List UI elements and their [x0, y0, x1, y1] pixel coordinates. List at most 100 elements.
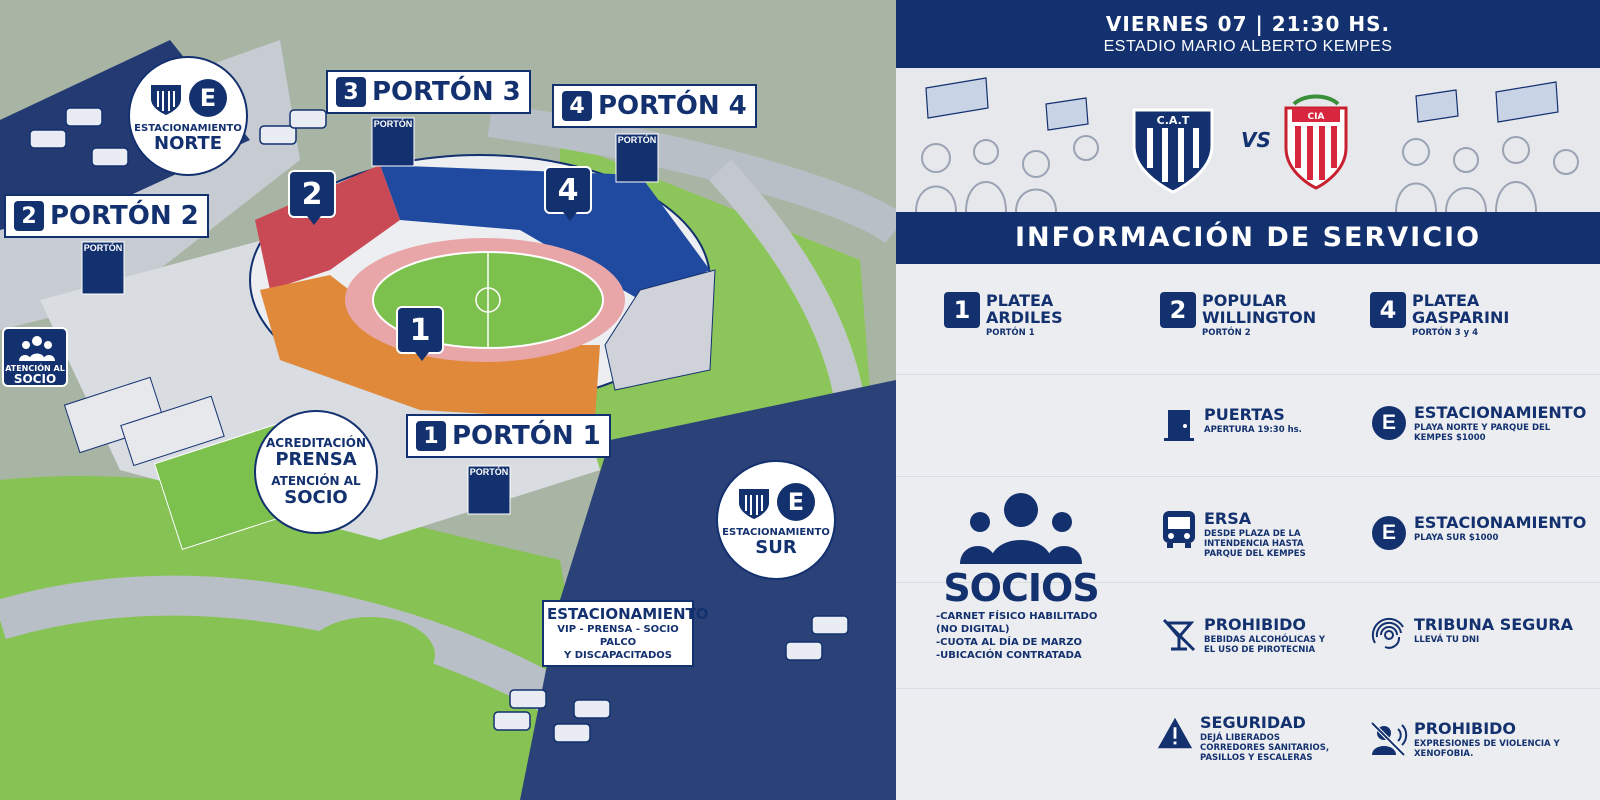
estacionamiento-vip-callout: ESTACIONAMIENTO VIP - PRENSA - SOCIO PAL… [542, 600, 709, 667]
socio-label: SOCIO [13, 372, 57, 386]
estacionamiento-norte-info: E ESTACIONAMIENTO PLAYA NORTE Y PARQUE D… [1370, 404, 1590, 443]
sector-marker-2: 2 [288, 170, 336, 225]
no-drinks-icon [1160, 616, 1198, 654]
gate-sign-label: PORTÓN [83, 243, 123, 253]
divider [896, 374, 1600, 375]
socios-title: SOCIOS [943, 566, 1099, 610]
porton-label: PORTÓN 1 [452, 421, 601, 451]
gate-sign-label: PORTÓN [373, 119, 413, 129]
no-shouting-icon [1370, 720, 1408, 758]
sector-marker-4: 4 [544, 166, 592, 221]
info-title: INFORMACIÓN DE SERVICIO [896, 212, 1600, 264]
sector-marker-1: 1 [396, 306, 444, 361]
club-shield-icon [739, 489, 769, 519]
acreditacion-prensa-callout: ACREDITACIÓN PRENSA ATENCIÓN AL SOCIO [254, 410, 378, 534]
sector-title: GASPARINI [1412, 308, 1510, 327]
service-title: PUERTAS [1204, 405, 1285, 424]
porton-number: 4 [562, 91, 592, 121]
estacionamiento-zone: SUR [755, 537, 797, 558]
estacionamiento-zone: NORTE [154, 133, 222, 154]
porton-number: 3 [336, 77, 366, 107]
parking-e-icon: E [1372, 406, 1406, 440]
service-detail: EXPRESIONES DE VIOLENCIA Y XENOFOBIA. [1414, 739, 1560, 759]
ersa-info: ERSA DESDE PLAZA DE LA INTENDENCIA HASTA… [1160, 510, 1314, 559]
socios-requirement: -UBICACIÓN CONTRATADA [936, 650, 1082, 661]
socios-requirement: (NO DIGITAL) [936, 624, 1010, 635]
service-detail: PLAYA NORTE Y PARQUE DEL KEMPES $1000 [1414, 423, 1551, 443]
service-detail: DEJÁ LIBERADOS CORREDORES SANITARIOS, PA… [1200, 733, 1330, 763]
estacionamiento-norte-callout: E ESTACIONAMIENTO NORTE [128, 56, 248, 176]
service-title: ESTACIONAMIENTO [1414, 513, 1587, 532]
sector-number: 1 [944, 292, 980, 328]
sector-4-info: 4 PLATEA GASPARINI PORTÓN 3 y 4 [1370, 292, 1509, 338]
gate-signs [81, 117, 659, 515]
porton-number: 1 [416, 421, 446, 451]
crowd-banner: C.A.T VS CIA [896, 68, 1600, 212]
sector-1-info: 1 PLATEA ARDILES PORTÓN 1 [944, 292, 1063, 338]
vip-line: VIP - PRENSA - SOCIO PALCO [557, 624, 679, 648]
fingerprint-icon [1370, 616, 1408, 654]
sector-title: POPULAR [1202, 291, 1287, 310]
service-title: TRIBUNA SEGURA [1414, 615, 1573, 634]
service-title: PROHIBIDO [1204, 615, 1307, 634]
estacionamiento-sur-callout: E ESTACIONAMIENTO SUR [716, 460, 836, 580]
sector-title: PLATEA [1412, 291, 1480, 310]
porton-label: PORTÓN 3 [372, 77, 521, 107]
service-title: SEGURIDAD [1200, 713, 1306, 732]
sector-title: PLATEA [986, 291, 1054, 310]
callout-porton-4: 4 PORTÓN 4 [552, 84, 757, 128]
callout-porton-3: 3 PORTÓN 3 [326, 70, 531, 114]
vs-label: VS [1241, 128, 1271, 152]
sector-title: WILLINGTON [1202, 308, 1317, 327]
match-header: VIERNES 07 | 21:30 HS. ESTADIO MARIO ALB… [896, 0, 1600, 68]
callout-porton-1: 1 PORTÓN 1 [406, 414, 611, 458]
gate-sign-label: PORTÓN [617, 135, 657, 145]
away-team-logo-text: CIA [1308, 112, 1325, 122]
match-venue: ESTADIO MARIO ALBERTO KEMPES [1103, 38, 1393, 55]
warning-icon [1156, 714, 1194, 752]
sector-2-info: 2 POPULAR WILLINGTON PORTÓN 2 [1160, 292, 1316, 338]
porton-label: PORTÓN 2 [50, 201, 199, 231]
stadium [249, 154, 716, 420]
service-detail: BEBIDAS ALCOHÓLICAS Y EL USO DE PIROTECN… [1204, 635, 1326, 655]
parking-e-icon: E [189, 79, 227, 117]
home-team-shield-icon: C.A.T [1132, 108, 1214, 194]
socios-requirement: -CUOTA AL DÍA DE MARZO [936, 637, 1082, 648]
estacionamiento-sur-info: E ESTACIONAMIENTO PLAYA SUR $1000 [1370, 514, 1590, 552]
sector-gate: PORTÓN 3 y 4 [1412, 328, 1479, 338]
service-title: ERSA [1204, 509, 1252, 528]
sector-gate: PORTÓN 2 [1202, 328, 1251, 338]
away-team-shield-icon: CIA [1284, 94, 1348, 190]
info-grid: 1 PLATEA ARDILES PORTÓN 1 2 POPULAR WILL… [896, 264, 1600, 800]
crowd-illustration [915, 77, 1579, 212]
atencion-line: ATENCIÓN AL [271, 474, 361, 488]
prohibido-violencia-info: PROHIBIDO EXPRESIONES DE VIOLENCIA Y XEN… [1370, 720, 1564, 759]
map-background [0, 0, 896, 800]
socios-requirement: -CARNET FÍSICO HABILITADO [936, 611, 1098, 622]
service-detail: APERTURA 19:30 hs. [1204, 425, 1302, 435]
porton-label: PORTÓN 4 [598, 91, 747, 121]
people-group-icon [19, 336, 55, 361]
parking-e-icon: E [777, 483, 815, 521]
atencion-socio-badge: ATENCIÓN AL SOCIO [2, 327, 68, 387]
service-detail: DESDE PLAZA DE LA INTENDENCIA HASTA PARQ… [1204, 529, 1306, 559]
seguridad-info: SEGURIDAD DEJÁ LIBERADOS CORREDORES SANI… [1156, 714, 1330, 763]
callout-porton-2: 2 PORTÓN 2 [4, 194, 209, 238]
porton-number: 2 [14, 201, 44, 231]
atencion-label: ATENCIÓN AL [5, 364, 65, 373]
sector-number: 4 [1370, 292, 1406, 328]
sector-gate: PORTÓN 1 [986, 328, 1035, 338]
home-team-logo-text: C.A.T [1157, 114, 1190, 127]
parking-e-icon: E [1372, 516, 1406, 550]
prensa-line: PRENSA [275, 449, 357, 470]
sector-title: ARDILES [986, 308, 1063, 327]
service-detail: LLEVÁ TU DNI [1414, 635, 1480, 645]
prohibido-alcohol-info: PROHIBIDO BEBIDAS ALCOHÓLICAS Y EL USO D… [1160, 616, 1334, 655]
estacionamiento-label: ESTACIONAMIENTO [134, 123, 242, 134]
match-datetime: VIERNES 07 | 21:30 HS. [1105, 12, 1391, 36]
sector-number: 2 [1160, 292, 1196, 328]
service-title: PROHIBIDO [1414, 719, 1517, 738]
divider [896, 688, 1600, 689]
socios-block: SOCIOS -CARNET FÍSICO HABILITADO (NO DIG… [936, 492, 1106, 662]
door-icon [1160, 406, 1198, 444]
